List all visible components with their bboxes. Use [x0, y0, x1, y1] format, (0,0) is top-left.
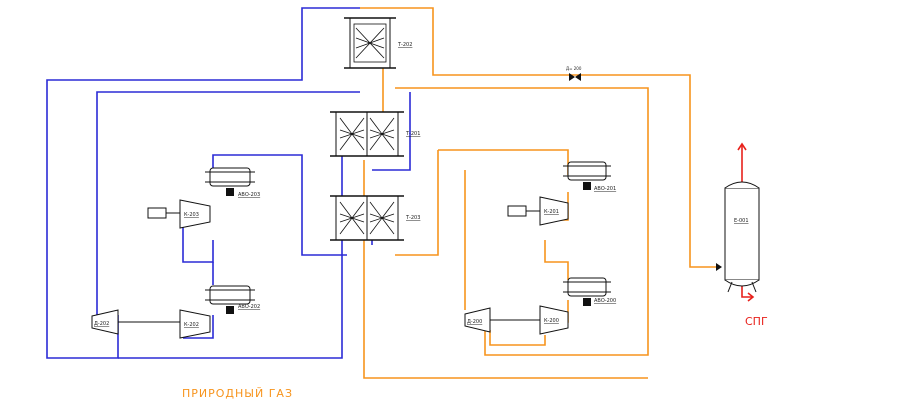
red-arrow-up — [737, 142, 747, 151]
k200-label: К-200 — [544, 318, 559, 324]
e001-label: Е-001 — [734, 218, 749, 224]
orange-pipe-avo201-top — [438, 149, 569, 175]
orange-pipe-avo200-in — [544, 240, 569, 280]
e001-top-head — [724, 181, 760, 189]
avo203-label: АВО-203 — [238, 192, 260, 198]
heat-exchanger-t203: Т-203 — [330, 195, 420, 241]
separator-e001: Е-001 — [716, 181, 760, 293]
expander-d200: Д-200 — [464, 307, 540, 333]
red-arrow-right — [747, 292, 755, 302]
k203-drive-motor — [147, 207, 167, 219]
avo201-fan-motor — [583, 182, 591, 190]
air-cooler-avo202: АВО-202 — [205, 285, 260, 314]
d200-label: Д-200 — [467, 319, 482, 325]
heat-exchanger-t202: Т-202 — [344, 17, 412, 69]
expander-d202: Д-202 — [91, 309, 180, 335]
blue-pipe-k203-bottom — [182, 226, 214, 263]
orange-pipe-t203-out — [395, 150, 439, 256]
orange-pipe-right-loop — [395, 87, 649, 356]
k201-drive-motor — [507, 205, 527, 217]
avo202-fan-motor — [226, 306, 234, 314]
red-pipe-e001-bottom — [741, 283, 752, 298]
avo200-fan-motor — [583, 298, 591, 306]
lng-label: СПГ — [745, 315, 768, 328]
red-pipe-network — [737, 142, 755, 302]
e001-shell — [724, 187, 760, 281]
avo200-body — [567, 277, 607, 297]
k203-label: К-203 — [184, 212, 199, 218]
blue-pipe-network — [46, 7, 411, 359]
d202-body — [91, 309, 119, 335]
k200-body — [539, 305, 569, 335]
avo200-label: АВО-200 — [594, 298, 616, 304]
natural-gas-label: ПРИРОДНЫЙ ГАЗ — [182, 387, 293, 400]
t201-label: Т-201 — [405, 131, 420, 137]
air-cooler-avo201: АВО-201 — [563, 161, 616, 192]
blue-pipe-outer-loop — [46, 7, 360, 359]
valve-right-triangle — [575, 73, 581, 81]
k201-label: К-201 — [544, 209, 559, 215]
avo202-label: АВО-202 — [238, 304, 260, 310]
air-cooler-avo203: АВО-203 — [205, 167, 260, 198]
valve-label: Д= 200 — [566, 66, 582, 71]
k202-body — [179, 309, 211, 339]
compressor-k202: К-202 — [179, 309, 211, 339]
d200-body — [464, 307, 491, 333]
d202-label: Д-202 — [94, 321, 109, 327]
avo202-body — [209, 285, 251, 305]
heat-exchanger-t201: Т-201 — [330, 111, 420, 157]
blue-pipe-k203-return — [236, 154, 347, 256]
orange-pipe-top-to-e001 — [360, 7, 720, 268]
t203-label: Т-203 — [405, 215, 420, 221]
e001-inlet-arrow — [716, 263, 722, 271]
avo203-fan-motor — [226, 188, 234, 196]
blue-pipe-inner-loop — [96, 91, 360, 315]
control-valve: Д= 200 — [566, 66, 582, 81]
blue-pipe-column-mid — [372, 92, 411, 171]
avo203-body — [209, 167, 251, 187]
k202-label: К-202 — [184, 322, 199, 328]
valve-left-triangle — [569, 73, 575, 81]
orange-pipe-k200-bottom — [489, 330, 546, 346]
k201-body — [539, 196, 569, 226]
blue-pipe-avo202-out — [183, 315, 214, 339]
compressor-k203: К-203 — [147, 199, 211, 229]
t202-label: Т-202 — [397, 42, 412, 48]
k203-body — [179, 199, 211, 229]
air-cooler-avo200: АВО-200 — [563, 277, 616, 306]
e001-bottom-head — [724, 279, 760, 287]
avo201-body — [567, 161, 607, 181]
compressor-k200: К-200 — [539, 305, 569, 335]
compressor-k201: К-201 — [507, 196, 569, 226]
avo201-label: АВО-201 — [594, 186, 616, 192]
